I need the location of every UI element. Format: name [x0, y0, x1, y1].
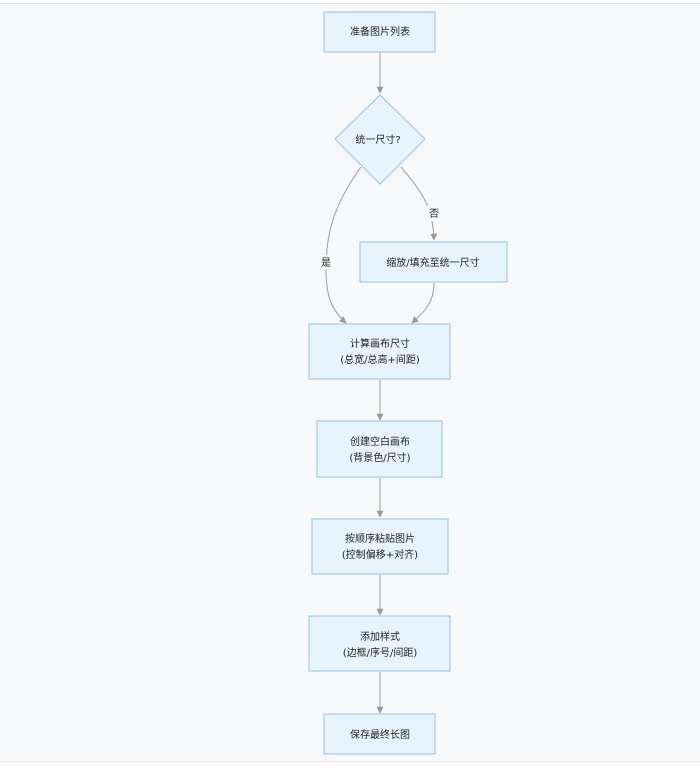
node-paste-line2: (控制偏移+对齐)	[342, 548, 418, 561]
node-prepare-images-label: 准备图片列表	[350, 25, 410, 38]
node-create-line1: 创建空白画布	[350, 435, 410, 448]
node-uniform-size-label: 统一尺寸?	[355, 133, 400, 146]
node-style-line1: 添加样式	[360, 630, 400, 643]
edge-uniform-no-to-resize	[400, 166, 438, 241]
node-create-blank-canvas: 创建空白画布 (背景色/尺寸)	[316, 420, 443, 478]
node-resize-fill-label: 缩放/填充至统一尺寸	[386, 256, 479, 269]
node-save-long-image: 保存最终长图	[323, 713, 436, 755]
edge-resize-to-compute	[411, 282, 435, 324]
edge-label-no: 否	[429, 208, 439, 220]
edge-label-yes: 是	[321, 257, 331, 269]
node-compute-line2: (总宽/总高+间距)	[340, 353, 420, 366]
node-save-label: 保存最终长图	[350, 728, 410, 741]
node-compute-line1: 计算画布尺寸	[350, 337, 410, 350]
node-style-line2: (边框/序号/间距)	[343, 646, 418, 659]
node-prepare-images: 准备图片列表	[323, 11, 436, 53]
node-add-style: 添加样式 (边框/序号/间距)	[308, 615, 451, 672]
node-create-line2: (背景色/尺寸)	[349, 451, 410, 464]
node-resize-fill: 缩放/填充至统一尺寸	[359, 241, 508, 283]
node-paste-images: 按顺序粘贴图片 (控制偏移+对齐)	[311, 518, 449, 575]
node-uniform-size-decision: 统一尺寸?	[334, 94, 426, 185]
node-compute-canvas-size: 计算画布尺寸 (总宽/总高+间距)	[308, 323, 451, 380]
node-paste-line1: 按顺序粘贴图片	[345, 532, 415, 545]
edge-uniform-yes-to-compute	[325, 166, 362, 324]
